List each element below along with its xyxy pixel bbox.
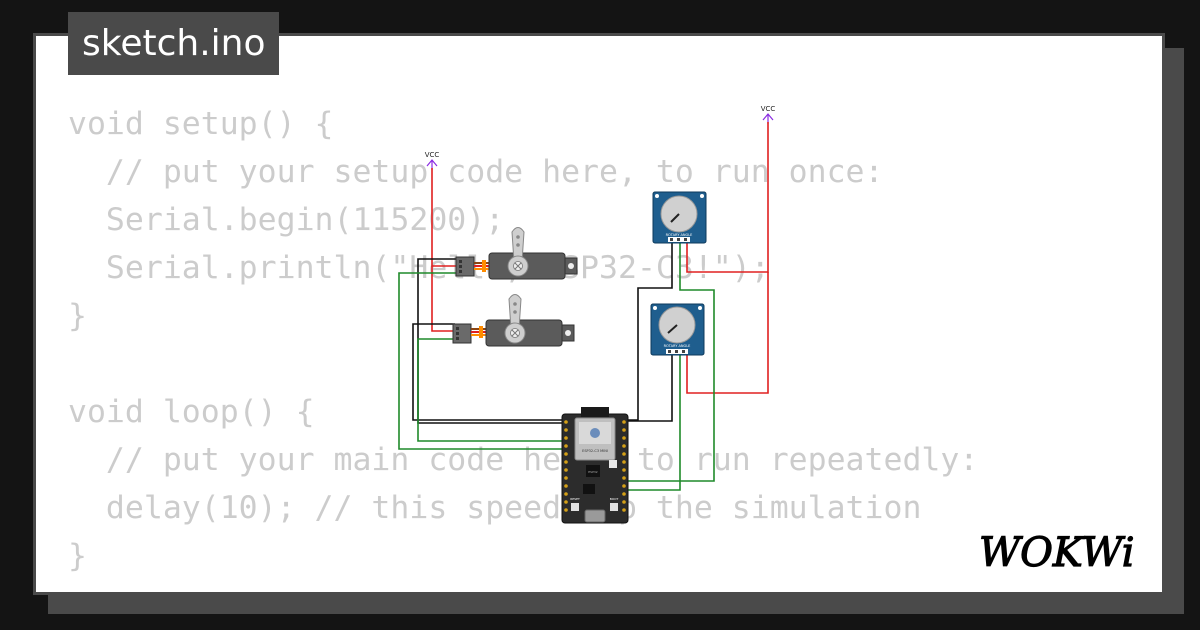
vcc-symbol-left: VCC (425, 151, 440, 170)
vcc-label: VCC (425, 151, 440, 159)
servo-motor-2[interactable] (452, 294, 575, 347)
pot-label: ROTARY ANGLE (664, 344, 691, 348)
power-wires[interactable] (431, 122, 769, 394)
chip-label: ESP32 (588, 470, 598, 474)
esp-module-label: ESP32-C3 MINI (582, 449, 608, 453)
potentiometer-1[interactable]: ROTARY ANGLE (652, 191, 707, 244)
vcc-label: VCC (761, 105, 776, 113)
code-line: delay(10); // this speeds up the simulat… (68, 490, 922, 526)
vcc-symbol-right: VCC (761, 105, 776, 124)
code-line: } (68, 298, 87, 334)
boot-label: BOOT (610, 497, 619, 501)
code-line: Serial.println("Hello, ESP32-C3!"); (68, 250, 770, 286)
logo-text: WOKWi (979, 530, 1135, 574)
potentiometer-2[interactable]: ROTARY ANGLE (650, 303, 705, 356)
esp32-c3-board[interactable]: ESP32-C3 MINI ESP32 RESET BOOT (561, 407, 629, 524)
reset-label: RESET (570, 497, 580, 501)
signal-wires[interactable] (398, 240, 715, 491)
pot-label: ROTARY ANGLE (666, 233, 693, 237)
code-line: } (68, 538, 87, 574)
servo-motor-1[interactable] (455, 227, 578, 280)
code-line: void setup() { (68, 106, 334, 142)
wokwi-logo: WOKWi (978, 529, 1135, 574)
code-line: // put your setup code here, to run once… (68, 154, 884, 190)
code-line: void loop() { (68, 394, 315, 430)
code-line: Serial.begin(115200); (68, 202, 505, 238)
file-tab[interactable]: sketch.ino (68, 12, 280, 75)
